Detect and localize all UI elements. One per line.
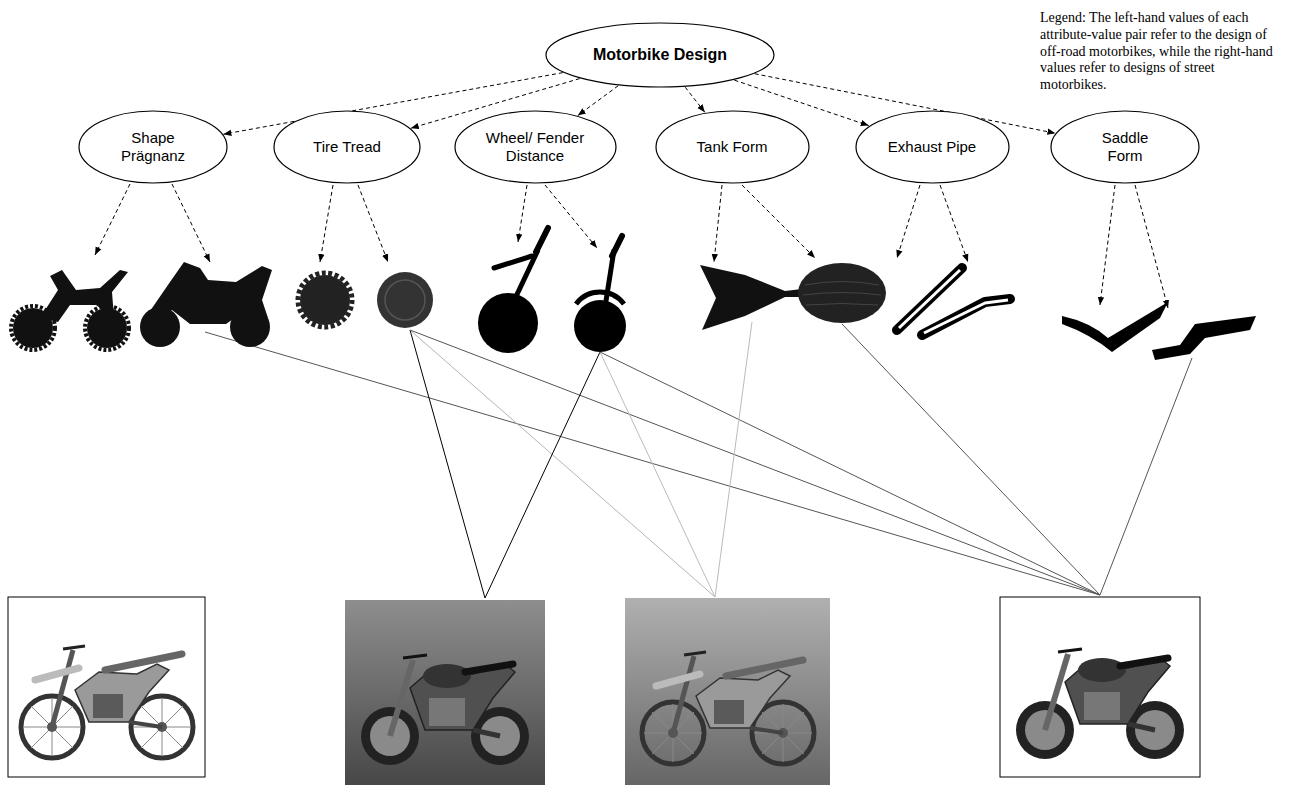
attribute-label: Shape Prägnanz bbox=[114, 129, 192, 165]
dashed-arrow bbox=[578, 86, 618, 116]
attribute-label: Exhaust Pipe bbox=[888, 138, 976, 156]
node-texts: Exhaust Pipe bbox=[888, 138, 976, 156]
root-ellipse: Motorbike Design bbox=[545, 22, 775, 88]
wheel bbox=[574, 300, 626, 352]
attribute-ellipse: Shape Prägnanz bbox=[78, 110, 228, 184]
value-link bbox=[715, 322, 752, 597]
attribute-label: Tire Tread bbox=[313, 138, 381, 156]
exhaust bbox=[922, 299, 1010, 335]
value-link bbox=[410, 330, 485, 598]
offroad-tank bbox=[700, 265, 802, 330]
attribute-label: Saddle Form bbox=[1096, 129, 1154, 165]
tank bbox=[798, 263, 886, 323]
street-saddle bbox=[1152, 316, 1256, 360]
value-arrow bbox=[1100, 185, 1115, 305]
root-label: Motorbike Design bbox=[593, 45, 727, 64]
knobby-wheel bbox=[87, 308, 127, 348]
attribute-label: Tank Form bbox=[697, 138, 768, 156]
value-arrow bbox=[1135, 185, 1168, 308]
value-links bbox=[205, 322, 1192, 598]
value-arrow bbox=[320, 185, 333, 262]
attribute-label: Wheel/ Fender Distance bbox=[483, 129, 587, 165]
value-arrow bbox=[172, 184, 210, 262]
value-link bbox=[600, 352, 715, 597]
fork bbox=[603, 250, 614, 320]
low-fender bbox=[576, 292, 624, 304]
tank-shading bbox=[803, 282, 881, 306]
value-arrow bbox=[545, 185, 597, 248]
value-link bbox=[600, 352, 1100, 595]
ellipse bbox=[79, 111, 227, 183]
node-texts: Saddle Form bbox=[1096, 129, 1154, 165]
high-fender bbox=[494, 256, 532, 268]
enduro-photo bbox=[642, 652, 814, 764]
offroad-saddle bbox=[1062, 302, 1168, 352]
value-arrow bbox=[358, 185, 388, 262]
attribute-ellipse: Wheel/ Fender Distance bbox=[454, 110, 617, 184]
wheel bbox=[478, 293, 538, 353]
attribute-ellipse: Saddle Form bbox=[1050, 110, 1200, 184]
value-link bbox=[485, 352, 600, 598]
photo-ground bbox=[345, 600, 545, 785]
offroad-tire bbox=[298, 273, 352, 327]
street-photo bbox=[1016, 649, 1184, 759]
value-arrow bbox=[940, 185, 968, 262]
dashed-arrow bbox=[685, 87, 705, 112]
offroad-body bbox=[40, 270, 128, 322]
value-link bbox=[410, 330, 1100, 595]
offroad-photo bbox=[21, 646, 193, 758]
tire bbox=[377, 272, 433, 328]
value-arrow bbox=[897, 185, 920, 258]
node-texts: Wheel/ Fender Distance bbox=[483, 129, 587, 165]
street-exhaust bbox=[922, 299, 1010, 335]
node-texts: Shape Prägnanz bbox=[114, 129, 192, 165]
node-texts: Motorbike Design bbox=[593, 45, 727, 64]
ellipse bbox=[1051, 111, 1199, 183]
node-texts: Tire Tread bbox=[313, 138, 381, 156]
attribute-ellipse: Tire Tread bbox=[273, 110, 421, 184]
ellipse bbox=[546, 23, 774, 87]
ellipse bbox=[656, 111, 809, 183]
ellipse bbox=[856, 111, 1009, 183]
node-texts: Tank Form bbox=[697, 138, 768, 156]
value-link bbox=[842, 324, 1100, 595]
attribute-ellipse: Exhaust Pipe bbox=[855, 110, 1010, 184]
offroad-silhouette bbox=[11, 270, 129, 350]
tire-groove bbox=[385, 280, 425, 320]
street-wheel bbox=[140, 307, 180, 347]
ellipse bbox=[455, 111, 616, 183]
offroad-fender bbox=[478, 228, 548, 353]
photo-ground bbox=[625, 598, 830, 785]
street-tank bbox=[798, 263, 886, 323]
tire-knobs bbox=[298, 273, 352, 327]
photo-frame bbox=[1000, 597, 1200, 777]
street-fender bbox=[574, 236, 626, 352]
legend-note: Legend: The left-hand values of each att… bbox=[1040, 10, 1278, 94]
street-silhouette bbox=[140, 262, 272, 347]
value-link bbox=[1100, 358, 1192, 595]
value-link bbox=[410, 330, 715, 597]
exhaust-highlight bbox=[924, 300, 1008, 333]
value-arrow bbox=[95, 184, 130, 255]
value-arrow bbox=[518, 185, 527, 242]
fork-tube bbox=[612, 236, 622, 256]
value-arrow bbox=[742, 185, 815, 258]
photo-frame bbox=[8, 597, 205, 777]
attribute-ellipse: Tank Form bbox=[655, 110, 810, 184]
fork-tube bbox=[536, 228, 548, 252]
value-arrow bbox=[714, 185, 722, 262]
street-tire bbox=[377, 272, 433, 328]
street-body bbox=[148, 262, 272, 324]
ellipse bbox=[274, 111, 420, 183]
supermoto-photo bbox=[361, 655, 529, 765]
